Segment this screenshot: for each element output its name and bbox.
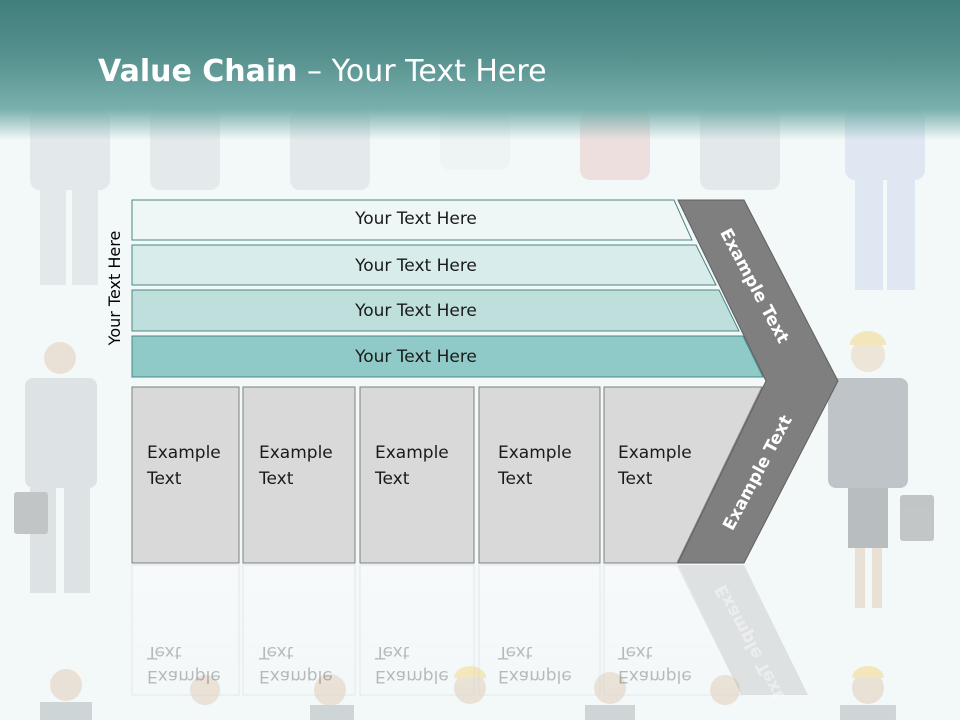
box-reflection-5-line2: Text	[618, 642, 653, 662]
box-1-line1: Example	[147, 443, 221, 463]
box-reflection-5: Example Text	[618, 640, 708, 688]
box-reflection-2-line1: Example	[259, 666, 333, 686]
row-label-1: Your Text Here	[355, 209, 477, 229]
box-4-line1: Example	[498, 443, 572, 463]
box-1[interactable]	[131, 386, 240, 564]
row-bar-4[interactable]	[131, 335, 764, 378]
title-bold: Value Chain	[98, 54, 298, 89]
row-bar-3[interactable]	[131, 289, 740, 332]
box-4-line2: Text	[498, 469, 533, 489]
box-2[interactable]	[242, 386, 356, 564]
side-label: Your Text Here	[105, 230, 124, 346]
title-rest: – Your Text Here	[297, 54, 547, 89]
box-reflection-3-line2: Text	[375, 642, 410, 662]
box-reflection-1-line1: Example	[147, 666, 221, 686]
box-reflection-1: Example Text	[147, 640, 237, 688]
box-3-line1: Example	[375, 443, 449, 463]
box-reflection-2: Example Text	[259, 640, 349, 688]
box-5-line1: Example	[618, 443, 692, 463]
chevron-arrow[interactable]	[677, 199, 839, 564]
box-reflection-4-line1: Example	[498, 666, 572, 686]
box-4[interactable]	[478, 386, 601, 564]
box-reflection-3-line1: Example	[375, 666, 449, 686]
box-2-line2: Text	[259, 469, 294, 489]
box-reflection-4: Example Text	[498, 640, 588, 688]
box-1-line2: Text	[147, 469, 182, 489]
box-reflection-5-line1: Example	[618, 666, 692, 686]
box-3-line2: Text	[375, 469, 410, 489]
header-band	[0, 0, 960, 140]
box-reflection-3: Example Text	[375, 640, 465, 688]
row-label-2: Your Text Here	[355, 256, 477, 276]
row-bar-1[interactable]	[131, 199, 693, 241]
slide-title: Value Chain – Your Text Here	[98, 54, 547, 89]
row-bar-2[interactable]	[131, 244, 717, 286]
box-reflection-2-line2: Text	[259, 642, 294, 662]
box-5[interactable]	[603, 386, 763, 564]
box-2-line1: Example	[259, 443, 333, 463]
box-5-line2: Text	[618, 469, 653, 489]
row-label-3: Your Text Here	[355, 301, 477, 321]
box-reflection-4-line2: Text	[498, 642, 533, 662]
box-3[interactable]	[359, 386, 475, 564]
box-reflection-1-line2: Text	[147, 642, 182, 662]
row-label-4: Your Text Here	[355, 347, 477, 367]
